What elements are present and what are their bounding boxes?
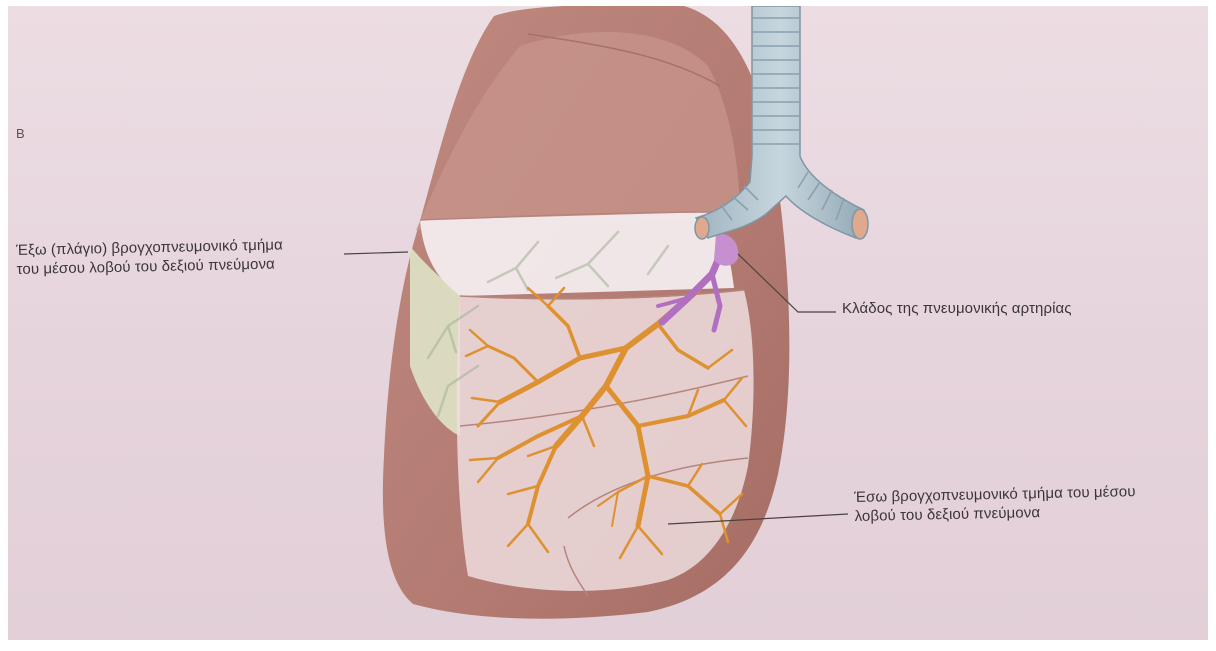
textbook-page: B Έξω (πλάγιο) βρογχοπνευμονικό τμήμα το… <box>8 6 1208 640</box>
leader-line-lateral <box>344 252 408 254</box>
label-artery-branch: Κλάδος της πνευμονικής αρτηρίας <box>842 299 1072 318</box>
label-medial-segment: Έσω βρογχοπνευμονικό τμήμα του μέσου λοβ… <box>854 482 1136 526</box>
label-lateral-segment: Έξω (πλάγιο) βρογχοπνευμονικό τμήμα του … <box>16 235 283 279</box>
lung-illustration <box>8 6 1208 640</box>
upper-lobe <box>416 32 740 230</box>
middle-lobe <box>457 290 754 591</box>
lateral-segment <box>420 212 734 296</box>
panel-letter: B <box>16 124 25 143</box>
